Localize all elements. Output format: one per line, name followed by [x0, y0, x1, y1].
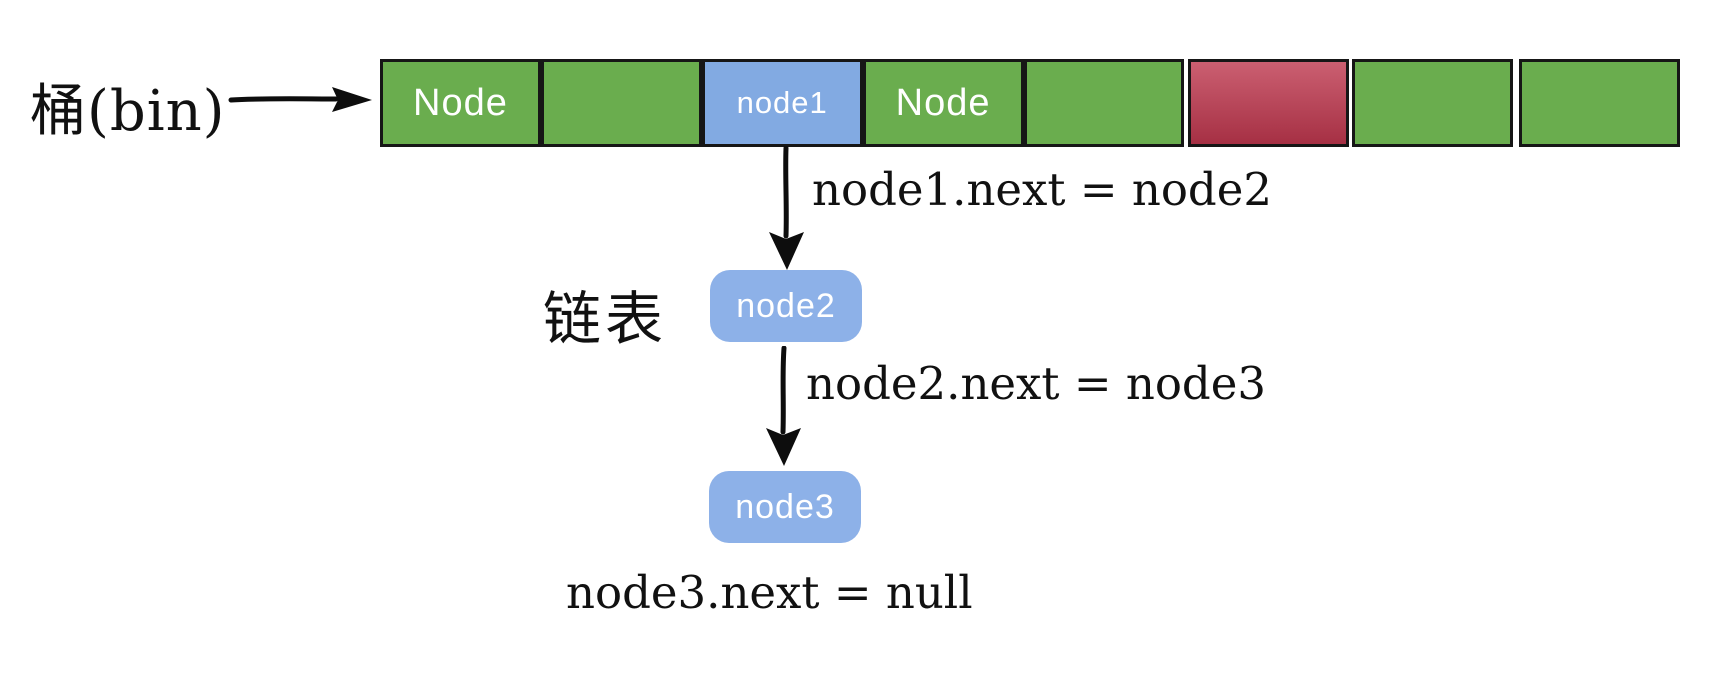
bucket-cell-empty-b: [1023, 59, 1185, 147]
list-node-label: node2: [736, 286, 836, 325]
bucket-cell-empty-d: [1519, 59, 1680, 147]
bucket-cell-empty-c: [1352, 59, 1514, 147]
bucket-cell-empty-a: [540, 59, 702, 147]
bucket-cell-label: Node: [895, 81, 991, 124]
list-node-label: node3: [735, 487, 835, 526]
edge-arrow-node1-node2-icon: [769, 146, 804, 270]
edge-label-node3-next-null: node3.next = null: [566, 566, 973, 619]
bucket-cell-node-a: Node: [380, 59, 541, 147]
edge-arrow-node2-node3-icon: [766, 346, 801, 466]
bucket-cell-label: node1: [736, 85, 828, 120]
list-node-node3: node3: [709, 471, 861, 543]
bin-label: 桶(bin): [30, 79, 226, 144]
bucket-cell-node1: node1: [701, 59, 863, 147]
edge-label-node2-next: node2.next = node3: [806, 357, 1266, 410]
linked-list-label: 链表: [543, 285, 668, 353]
bucket-cell-node-b: Node: [862, 59, 1024, 147]
bin-arrow-icon: [228, 87, 372, 112]
bucket-cell-occupied-red: [1188, 59, 1350, 147]
list-node-node2: node2: [710, 270, 862, 342]
edge-label-node1-next: node1.next = node2: [812, 163, 1272, 216]
bucket-cell-label: Node: [413, 81, 508, 124]
bucket-array-row: Node node1 Node: [380, 59, 1680, 147]
